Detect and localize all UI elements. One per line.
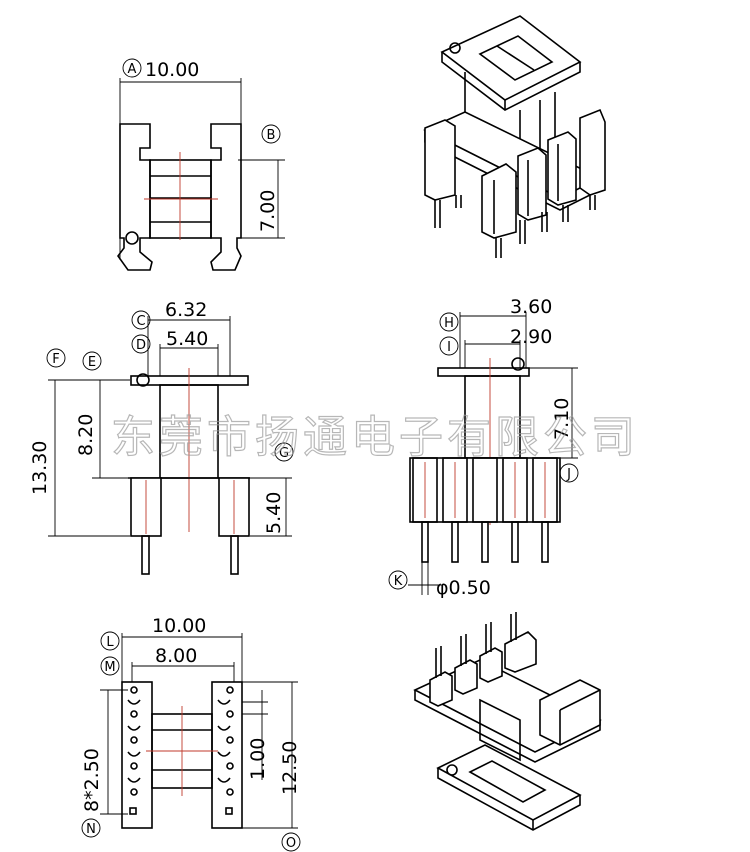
dim-pin-offset: 1.00 (247, 738, 269, 780)
dim-pin-pitch: 8*2.50 (81, 748, 103, 812)
dim-top-width: 10.00 (145, 59, 199, 81)
marker-l: L (100, 631, 120, 651)
dim-side-inner: 2.90 (510, 326, 552, 348)
marker-h: H (439, 312, 459, 332)
isometric-view-lying (413, 612, 602, 831)
svg-text:L: L (106, 635, 114, 650)
front-view: C D 6.32 5.40 F E (29, 299, 294, 575)
svg-text:D: D (136, 338, 146, 353)
marker-n: N (81, 818, 101, 838)
svg-text:M: M (104, 660, 115, 675)
dim-bottom-height: 12.50 (279, 741, 301, 795)
bottom-view: L M 10.00 8.00 (81, 615, 301, 852)
dim-top-height: 7.00 (257, 190, 279, 232)
marker-m: M (100, 656, 120, 676)
dim-bottom-inner: 8.00 (155, 645, 197, 667)
marker-a: A (122, 58, 142, 78)
svg-text:O: O (286, 836, 296, 851)
svg-text:J: J (566, 467, 571, 482)
svg-text:E: E (88, 355, 96, 370)
marker-c: C (131, 310, 151, 330)
marker-o: O (281, 832, 301, 852)
marker-g: G (274, 442, 294, 462)
marker-i: I (439, 336, 459, 356)
dim-front-outer: 6.32 (165, 299, 207, 321)
marker-k: K (388, 570, 408, 590)
svg-text:N: N (86, 822, 96, 837)
dim-pin-diameter: φ0.50 (436, 577, 491, 599)
svg-text:I: I (447, 340, 451, 355)
dim-front-total-height: 13.30 (29, 441, 51, 495)
marker-e: E (82, 351, 102, 371)
dim-front-inner: 5.40 (166, 328, 208, 350)
marker-f: F (46, 348, 66, 368)
svg-text:K: K (394, 574, 403, 589)
dim-side-outer: 3.60 (510, 296, 552, 318)
watermark: 东莞市扬通电子有限公司 (111, 412, 639, 463)
svg-text:B: B (267, 128, 276, 143)
marker-b: B (261, 124, 281, 144)
top-view: A 10.00 B 7.00 (117, 58, 285, 271)
svg-text:A: A (128, 62, 137, 77)
marker-d: D (131, 334, 151, 354)
marker-j: J (559, 463, 579, 483)
svg-text:G: G (279, 446, 289, 461)
dim-front-base-height: 5.40 (263, 492, 285, 534)
dim-side-height: 7.10 (551, 398, 573, 440)
isometric-view-upright (423, 15, 606, 258)
dim-bottom-outer: 10.00 (152, 615, 206, 637)
dim-front-body-height: 8.20 (75, 414, 97, 456)
side-view: H I 3.60 2.90 7.10 (388, 296, 579, 599)
svg-text:C: C (136, 314, 145, 329)
svg-text:H: H (444, 316, 454, 331)
svg-text:F: F (52, 352, 59, 367)
